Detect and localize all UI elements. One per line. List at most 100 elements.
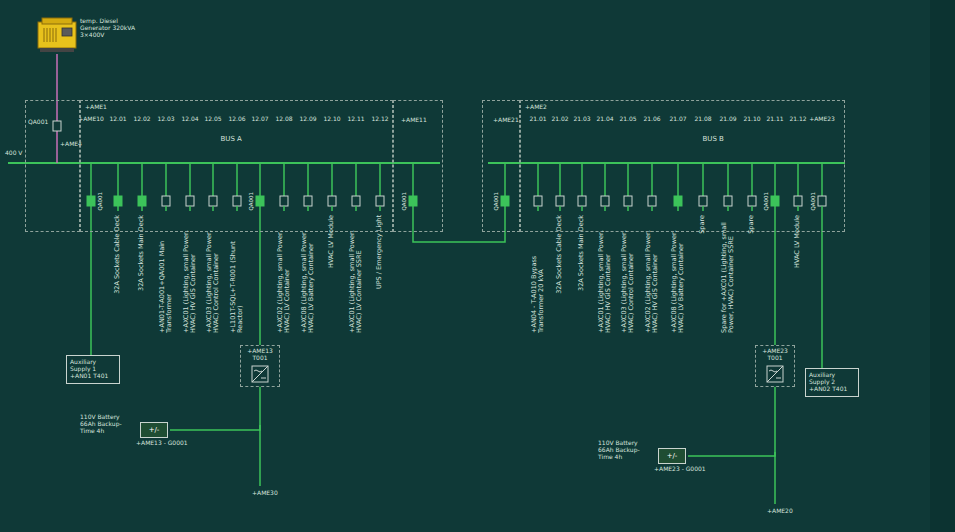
feeder-cable bbox=[283, 206, 285, 211]
coupler-cubicle: +AME21 bbox=[482, 100, 520, 232]
breaker-symbol bbox=[280, 196, 288, 206]
feeder-label: 32A Sockets Cable Deck bbox=[114, 215, 121, 294]
feeder-label: +L101T-SQL+T-R001 (Shunt Reactor) bbox=[230, 215, 245, 333]
feeder-connector bbox=[259, 232, 261, 345]
feeder-cable bbox=[141, 206, 143, 211]
feeder-drop bbox=[117, 163, 119, 196]
vent-slot bbox=[56, 28, 57, 42]
feeder-label: Spare for +AXC01 (Lighting, small Power,… bbox=[721, 215, 736, 333]
node-text: temp. Diesel Generator 320kVA 3×400V bbox=[80, 18, 142, 39]
generator-cubicle: QA001+AME4 bbox=[25, 100, 80, 232]
column-number: 21.05 bbox=[619, 116, 636, 123]
feeder-label: +AXC03 (Lighting, small Power, HVAC) Con… bbox=[621, 215, 636, 333]
control-panel bbox=[62, 28, 72, 36]
ac-mark bbox=[254, 370, 262, 372]
charger-box: +AME23 T001 bbox=[755, 345, 795, 387]
ac-mark bbox=[769, 370, 777, 372]
breaker-symbol bbox=[674, 196, 682, 206]
breaker-symbol bbox=[748, 196, 756, 206]
node-text: +AME13 - G0001 bbox=[136, 440, 188, 447]
feeder-cable bbox=[702, 206, 704, 211]
column-number: 12.03 bbox=[157, 116, 174, 123]
node-text: +AME4 bbox=[60, 141, 82, 148]
feeder-drop bbox=[774, 163, 776, 196]
feeder-drop bbox=[627, 163, 629, 196]
feeder-drop bbox=[651, 163, 653, 196]
column-number: 12.01 bbox=[109, 116, 126, 123]
column-number: 21.06 bbox=[643, 116, 660, 123]
generator: temp. Diesel Generator 320kVA 3×400V bbox=[36, 16, 78, 54]
breaker-symbol bbox=[624, 196, 632, 206]
column-number: 21.07 bbox=[669, 116, 686, 123]
feeder-drop bbox=[90, 163, 92, 196]
vent-slot bbox=[50, 28, 51, 42]
feeder-connector bbox=[774, 232, 776, 345]
breaker-symbol bbox=[818, 196, 826, 206]
feeder-label: +AXC01 (Lighting, small Power, HVAC) HV … bbox=[183, 215, 198, 333]
battery-symbol: +/- bbox=[140, 422, 168, 438]
feeder-drop bbox=[307, 163, 309, 196]
feeder-drop bbox=[236, 163, 238, 196]
column-number: 21.12 bbox=[789, 116, 806, 123]
feeder-drop bbox=[537, 163, 539, 196]
charger-symbol bbox=[251, 365, 269, 383]
node-text: +AME23 - G0001 bbox=[654, 466, 706, 473]
breaker-symbol bbox=[328, 196, 336, 206]
feeder-label: HVAC LV Module bbox=[328, 215, 335, 268]
generator-housing bbox=[38, 22, 76, 48]
generator-icon bbox=[36, 16, 78, 54]
feeder-label: +AXC02 (Lighting, small Power, HVAC) HV … bbox=[645, 215, 660, 333]
side-panel bbox=[930, 0, 955, 532]
feeder-label: 32A Sockets Main Deck bbox=[138, 215, 145, 291]
breaker-tag: QA001 bbox=[97, 192, 103, 211]
feeder-drop bbox=[821, 163, 823, 196]
feeder-cable bbox=[821, 206, 823, 232]
polarity-mark: +/- bbox=[141, 423, 167, 437]
breaker-symbol bbox=[114, 196, 122, 206]
feeder-cable bbox=[604, 206, 606, 211]
feeder-label: +AN04 - T-A010 Bypass Transformer 20 kVA bbox=[531, 215, 546, 333]
feeder-cable bbox=[581, 206, 583, 211]
column-number: 21.02 bbox=[551, 116, 568, 123]
feeder-label: Spare bbox=[699, 215, 706, 234]
feeder-connector bbox=[821, 232, 823, 368]
column-number: 21.11 bbox=[766, 116, 783, 123]
designation-label: 400 V bbox=[5, 150, 22, 157]
vent-slot bbox=[44, 28, 45, 42]
column-number: 21.04 bbox=[596, 116, 613, 123]
breaker-symbol bbox=[256, 196, 264, 206]
feeder-cable bbox=[677, 206, 679, 211]
feeder-cable bbox=[537, 206, 539, 211]
column-number: 12.08 bbox=[275, 116, 292, 123]
breaker-symbol bbox=[648, 196, 656, 206]
feeder-label: +AXC08 (Lighting, small Power, HVAC) LV … bbox=[301, 215, 316, 333]
feeder-label: +AXC08 (Lighting, small Power, HVAC) LV … bbox=[671, 215, 686, 333]
breaker-symbol bbox=[352, 196, 360, 206]
feeder-cable bbox=[412, 206, 414, 232]
dc-mark bbox=[261, 377, 266, 378]
column-number: 12.04 bbox=[181, 116, 198, 123]
node-text: +AME13 T001 bbox=[243, 348, 277, 362]
node-text: 110V Battery 66Ah Backup-Time 4h bbox=[80, 414, 134, 435]
column-number: 12.02 bbox=[133, 116, 150, 123]
breaker-symbol bbox=[578, 196, 586, 206]
feeder-cable bbox=[627, 206, 629, 211]
feeder-label: +AXC03 (Lighting, small Power, HVAC) Con… bbox=[206, 215, 221, 333]
feeder-cable bbox=[331, 206, 333, 211]
feeder-cable bbox=[189, 206, 191, 211]
feeder-connector bbox=[688, 387, 775, 456]
breaker-symbol bbox=[233, 196, 241, 206]
dc-feeder bbox=[259, 425, 261, 486]
feeder-cable bbox=[236, 206, 238, 211]
feeder-drop bbox=[677, 163, 679, 196]
feeder-cable bbox=[751, 206, 753, 211]
breaker-tag: QA001 bbox=[810, 192, 816, 211]
dc-mark bbox=[776, 377, 781, 378]
feeder-label: +AN01-T-A001+QA001 Main Transformer bbox=[159, 215, 174, 333]
feeder-cable bbox=[797, 206, 799, 211]
breaker-symbol bbox=[534, 196, 542, 206]
node-text: +AME1 bbox=[85, 104, 107, 111]
feeder-drop bbox=[355, 163, 357, 196]
column-number: +AME10 bbox=[78, 116, 104, 123]
battery: +/-110V Battery 66Ah Backup-Time 4h+AME1… bbox=[80, 414, 170, 454]
